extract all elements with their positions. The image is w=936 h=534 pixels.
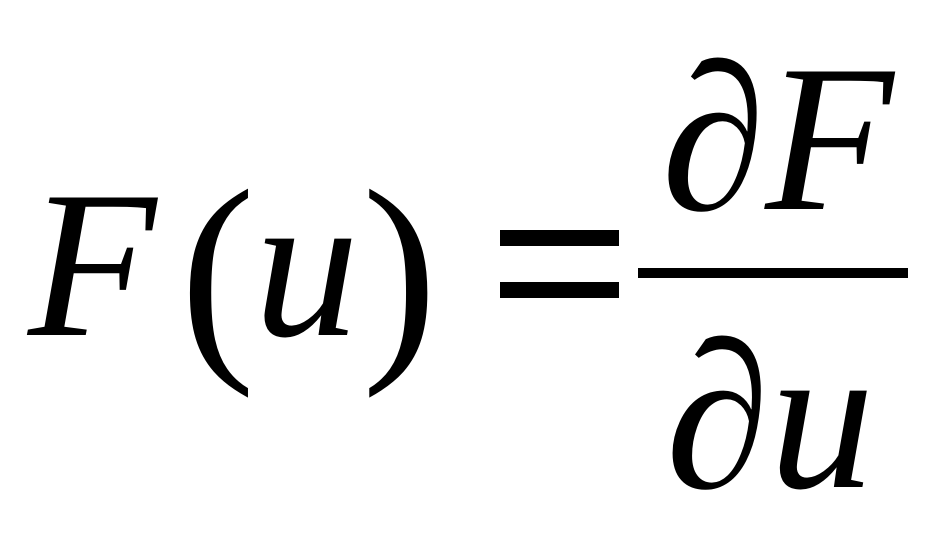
argument-variable: u [254,149,359,381]
equals-bottom-bar [500,282,619,298]
fraction-numerator: ∂F [661,23,894,255]
right-parenthesis: ) [362,143,438,399]
fraction-bar [638,268,908,278]
left-parenthesis: ( [180,143,256,399]
equals-sign [500,230,619,302]
function-symbol: F [28,149,157,381]
equals-top-bar [500,230,619,246]
fraction-denominator: ∂u [665,301,875,533]
